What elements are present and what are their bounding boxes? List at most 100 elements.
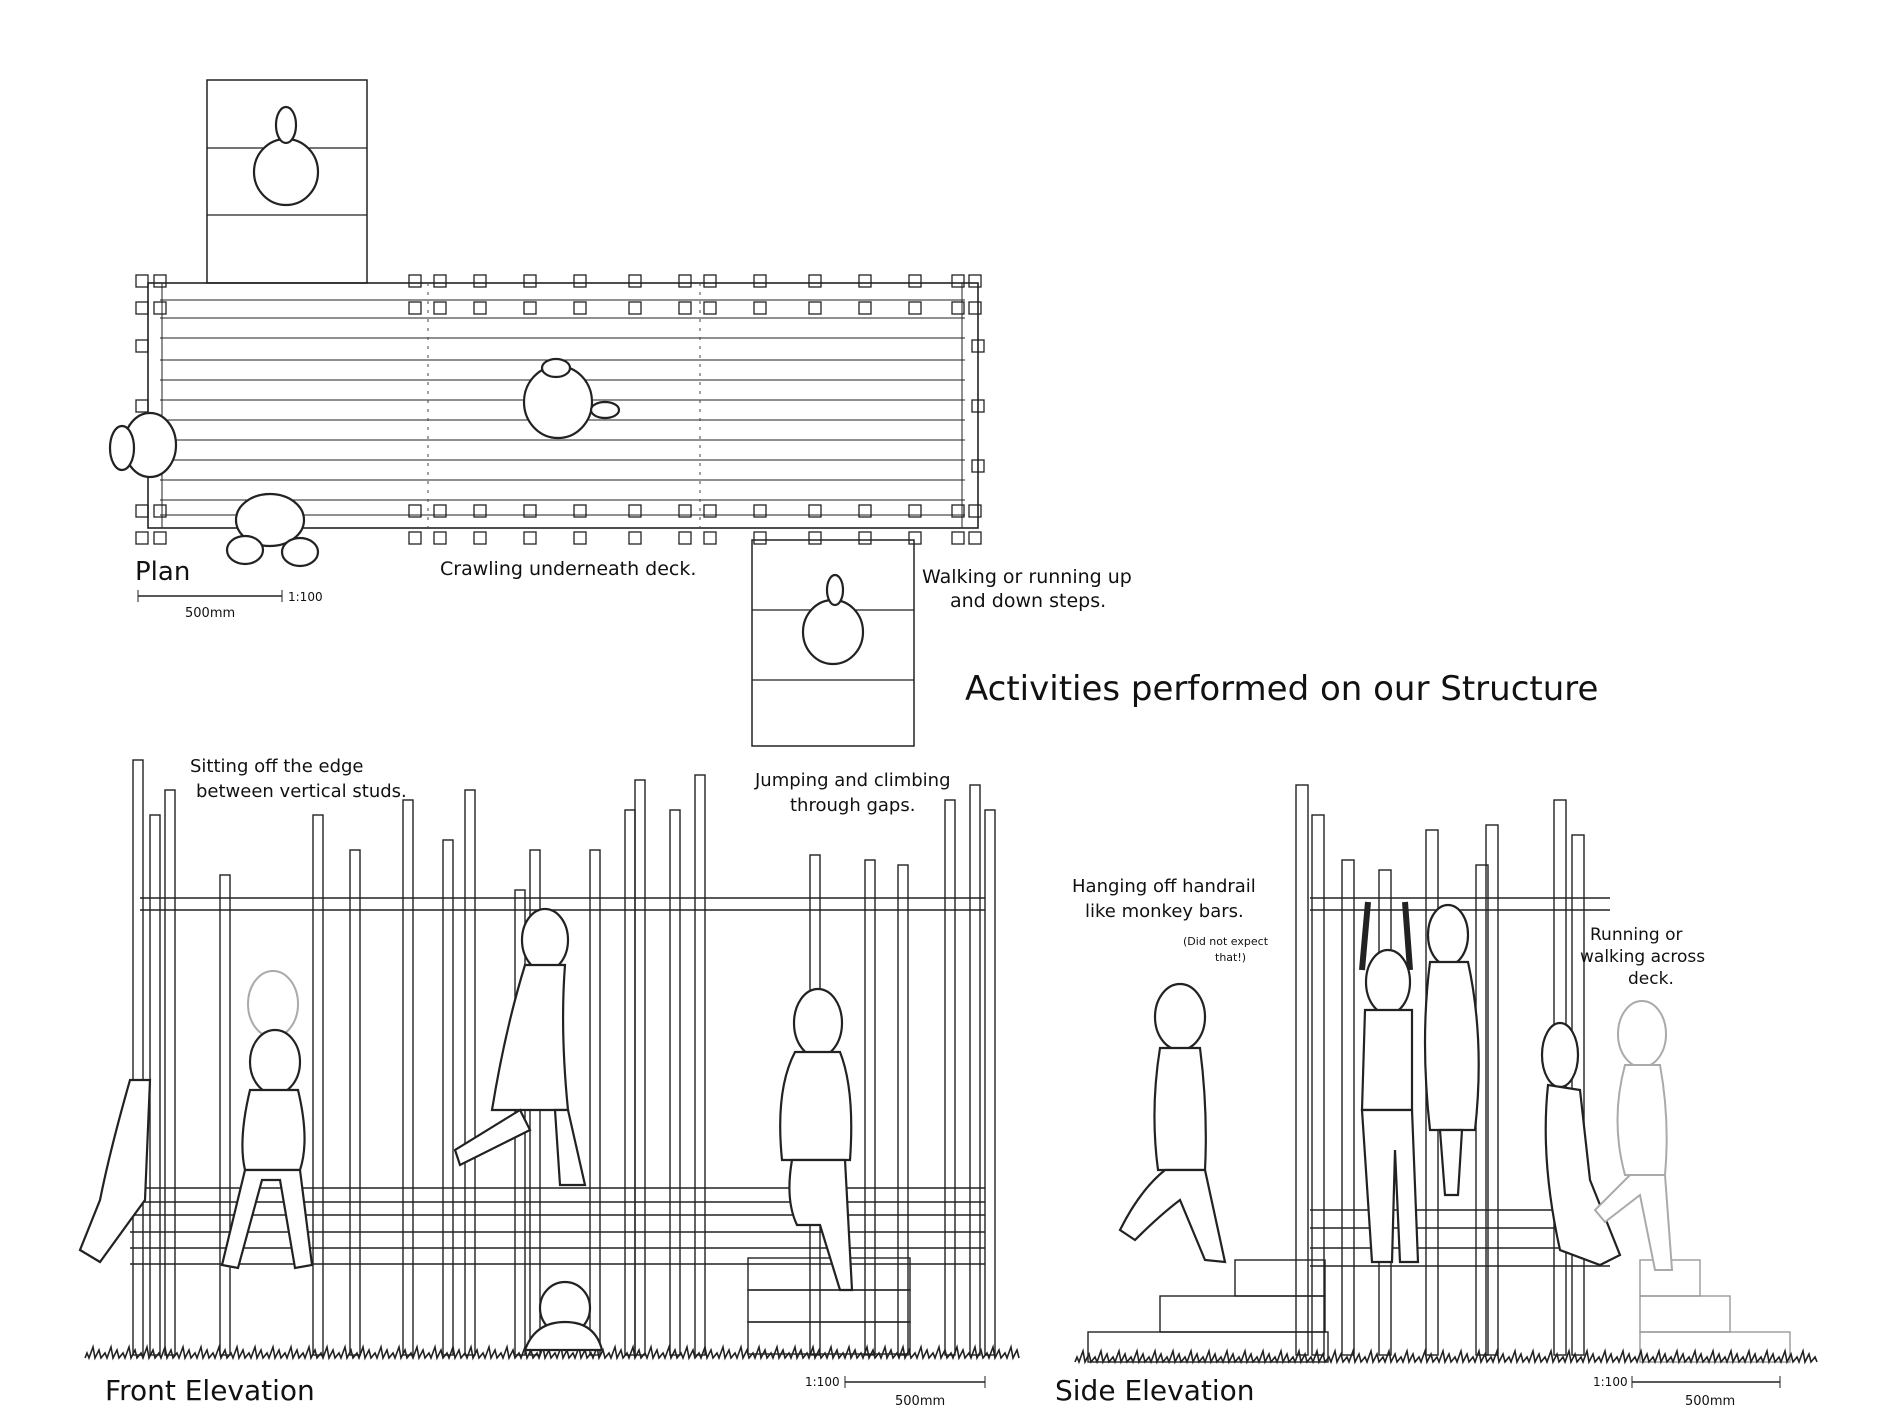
front-stair-blocks bbox=[747, 1257, 911, 1355]
plan-post bbox=[523, 274, 537, 288]
side-child-walking-up-steps bbox=[1118, 982, 1227, 1264]
plan-note-steps-line1: Walking or running up bbox=[922, 566, 1132, 588]
plan-post bbox=[968, 531, 982, 545]
front-vertical-stud bbox=[694, 774, 706, 1356]
front-vertical-stud bbox=[864, 859, 876, 1356]
plan-child-at-edge bbox=[108, 411, 178, 479]
plan-post bbox=[808, 274, 822, 288]
plan-post bbox=[908, 504, 922, 518]
front-vertical-stud bbox=[634, 779, 646, 1356]
side-child-running-ghost bbox=[1593, 1000, 1674, 1271]
plan-post bbox=[703, 274, 717, 288]
plan-post bbox=[703, 504, 717, 518]
plan-post bbox=[908, 301, 922, 315]
front-child-climbing bbox=[453, 907, 587, 1187]
plan-post bbox=[523, 301, 537, 315]
plan-post bbox=[473, 301, 487, 315]
plan-note-crawling: Crawling underneath deck. bbox=[440, 558, 696, 580]
plan-post bbox=[753, 274, 767, 288]
plan-post bbox=[573, 274, 587, 288]
plan-post bbox=[573, 531, 587, 545]
plan-post bbox=[135, 301, 149, 315]
side-scale-bar bbox=[1631, 1376, 1781, 1388]
front-child-jumping bbox=[779, 987, 854, 1292]
plan-post bbox=[951, 274, 965, 288]
plan-post bbox=[753, 504, 767, 518]
plan-post bbox=[408, 274, 422, 288]
plan-post bbox=[473, 504, 487, 518]
plan-post bbox=[951, 531, 965, 545]
plan-post bbox=[968, 504, 982, 518]
side-vertical-stud bbox=[1311, 814, 1325, 1356]
side-note-running-line3: deck. bbox=[1628, 969, 1674, 989]
side-scale-ratio: 1:100 bbox=[1593, 1375, 1628, 1389]
front-vertical-stud bbox=[589, 849, 601, 1356]
plan-post bbox=[678, 531, 692, 545]
front-vertical-stud bbox=[312, 814, 324, 1356]
plan-child-on-stair bbox=[252, 105, 320, 207]
side-note-hanging-line2: like monkey bars. bbox=[1085, 901, 1244, 922]
plan-post bbox=[908, 274, 922, 288]
plan-post bbox=[135, 274, 149, 288]
front-vertical-stud bbox=[402, 799, 414, 1356]
side-vertical-stud bbox=[1295, 784, 1309, 1356]
plan-post bbox=[808, 504, 822, 518]
plan-post bbox=[433, 301, 447, 315]
plan-post bbox=[858, 531, 872, 545]
front-vertical-stud bbox=[624, 809, 636, 1356]
plan-post bbox=[858, 274, 872, 288]
side-scale-bar-label: 500mm bbox=[1685, 1394, 1735, 1409]
plan-post bbox=[808, 531, 822, 545]
front-scale-ratio: 1:100 bbox=[805, 1375, 840, 1389]
front-note-jumping-line2: through gaps. bbox=[790, 795, 915, 816]
plan-post bbox=[523, 531, 537, 545]
plan-note-steps-line2: and down steps. bbox=[950, 590, 1106, 612]
plan-post bbox=[971, 399, 985, 413]
front-child-at-edge bbox=[78, 1078, 152, 1264]
side-child-sitting bbox=[1540, 1021, 1622, 1267]
plan-child-crawling bbox=[225, 492, 320, 568]
front-vertical-stud bbox=[897, 864, 909, 1356]
front-ground-line bbox=[84, 1343, 1020, 1361]
plan-post bbox=[523, 504, 537, 518]
plan-post bbox=[968, 274, 982, 288]
plan-post bbox=[473, 531, 487, 545]
plan-label: Plan bbox=[135, 557, 190, 587]
plan-post bbox=[628, 274, 642, 288]
side-stair-blocks bbox=[1087, 1259, 1791, 1363]
plan-post bbox=[135, 399, 149, 413]
front-scale-bar bbox=[844, 1376, 986, 1388]
front-elevation-label: Front Elevation bbox=[105, 1374, 315, 1407]
plan-post bbox=[628, 531, 642, 545]
plan-child-on-lower-stair bbox=[801, 573, 865, 666]
front-elevation-view: Front Elevation 1:100 500mm Sitting off … bbox=[78, 756, 1020, 1409]
plan-post bbox=[858, 504, 872, 518]
plan-post bbox=[433, 274, 447, 288]
plan-post bbox=[135, 531, 149, 545]
front-vertical-stud bbox=[944, 799, 956, 1356]
side-note-aside-line2: that!) bbox=[1215, 951, 1246, 964]
side-vertical-stud bbox=[1341, 859, 1355, 1356]
plan-post bbox=[703, 301, 717, 315]
plan-post bbox=[951, 504, 965, 518]
front-vertical-stud bbox=[464, 789, 476, 1356]
plan-post bbox=[753, 531, 767, 545]
front-vertical-stud bbox=[149, 814, 161, 1356]
plan-post bbox=[968, 301, 982, 315]
front-scale-bar-label: 500mm bbox=[895, 1394, 945, 1409]
front-note-sitting-line2: between vertical studs. bbox=[196, 781, 407, 802]
plan-post bbox=[703, 531, 717, 545]
side-note-running-line1: Running or bbox=[1590, 925, 1682, 945]
front-child-sitting bbox=[220, 970, 314, 1270]
front-vertical-stud bbox=[132, 759, 144, 1356]
plan-post bbox=[153, 301, 167, 315]
front-vertical-stud bbox=[442, 839, 454, 1356]
plan-post bbox=[153, 274, 167, 288]
front-vertical-stud bbox=[219, 874, 231, 1356]
plan-post bbox=[408, 531, 422, 545]
side-vertical-stud bbox=[1485, 824, 1499, 1356]
plan-scale-bar-label: 500mm bbox=[185, 606, 235, 621]
plan-post bbox=[433, 504, 447, 518]
plan-post bbox=[153, 504, 167, 518]
